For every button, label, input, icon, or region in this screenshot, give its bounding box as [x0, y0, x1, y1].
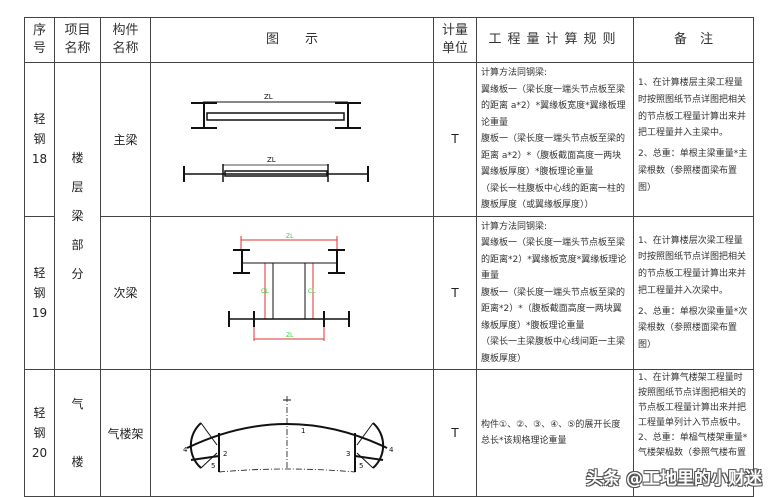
svg-text:ZL: ZL	[264, 93, 273, 101]
header-project: 项目名称	[54, 17, 101, 63]
watermark: 头条 @工地里的小财迷	[586, 469, 762, 489]
header-notes: 备 注	[633, 17, 754, 63]
svg-text:5: 5	[359, 462, 363, 470]
header-unit: 计量单位	[433, 17, 477, 63]
header-component: 构件名称	[100, 17, 151, 63]
header-rules: 工程量计算规则	[476, 17, 634, 63]
main-beam-diagram: ZL ZL	[183, 93, 369, 182]
svg-text:2: 2	[223, 450, 227, 458]
component-cell: 次梁	[100, 215, 151, 370]
svg-text:ZL: ZL	[286, 332, 294, 339]
unit-cell: T	[433, 62, 477, 217]
component-cell: 气楼架	[100, 369, 151, 497]
svg-text:5: 5	[211, 462, 215, 470]
svg-text:ZL: ZL	[267, 156, 276, 164]
notes-cell: 1、在计算楼层主梁工程量时按照图纸节点详图把相关的节点板工程量计算出来并把工程量…	[633, 62, 754, 217]
header-row: 序号 项目名称 构件名称 图 示 计量单位 工程量计算规则 备 注	[24, 17, 754, 63]
svg-text:4: 4	[389, 446, 394, 454]
diagram-cell: ZL ZL	[150, 62, 434, 217]
skylight-frame-diagram: 1 2 3 4 4 5 5	[183, 396, 394, 473]
unit-cell: T	[433, 369, 477, 497]
project-cell: 气楼	[54, 369, 101, 497]
diagram-cell: 1 2 3 4 4 5 5	[150, 369, 434, 497]
svg-text:4: 4	[183, 446, 188, 454]
svg-text:CL: CL	[261, 288, 269, 295]
component-cell: 主梁	[100, 62, 151, 217]
unit-cell: T	[433, 215, 477, 370]
rules-cell: 计算方法同钢梁:翼缘板一（梁长度一端头节点板至梁的距离*2）*翼缘板宽度*翼缘板…	[476, 215, 634, 370]
header-seq: 序号	[24, 17, 55, 63]
secondary-beam-diagram: ZL ZL CL CL	[228, 233, 350, 342]
project-cell: 楼层梁部分	[54, 62, 101, 370]
notes-cell: 1、在计算楼层次梁工程量时按照图纸节点详图把相关的节点板工程量计算出来并把工程量…	[633, 215, 754, 370]
notes-cell: 1、在计算气楼架工程量时按照图纸节点详图把相关的节点板工程量计算出来并把工程量单…	[633, 369, 754, 497]
header-diagram: 图 示	[150, 17, 434, 63]
svg-text:1: 1	[301, 427, 305, 435]
rules-cell: 计算方法同钢梁:翼缘板一（梁长度一端头节点板至梁的距离 a*2）*翼缘板宽度*翼…	[476, 62, 634, 217]
svg-text:3: 3	[346, 450, 350, 458]
svg-text:CL: CL	[308, 288, 316, 295]
diagram-cell: ZL ZL CL CL	[150, 215, 434, 370]
rules-cell: 构件①、②、③、④、⑤的展开长度总长*该规格理论重量	[476, 369, 634, 497]
svg-text:ZL: ZL	[286, 233, 294, 240]
